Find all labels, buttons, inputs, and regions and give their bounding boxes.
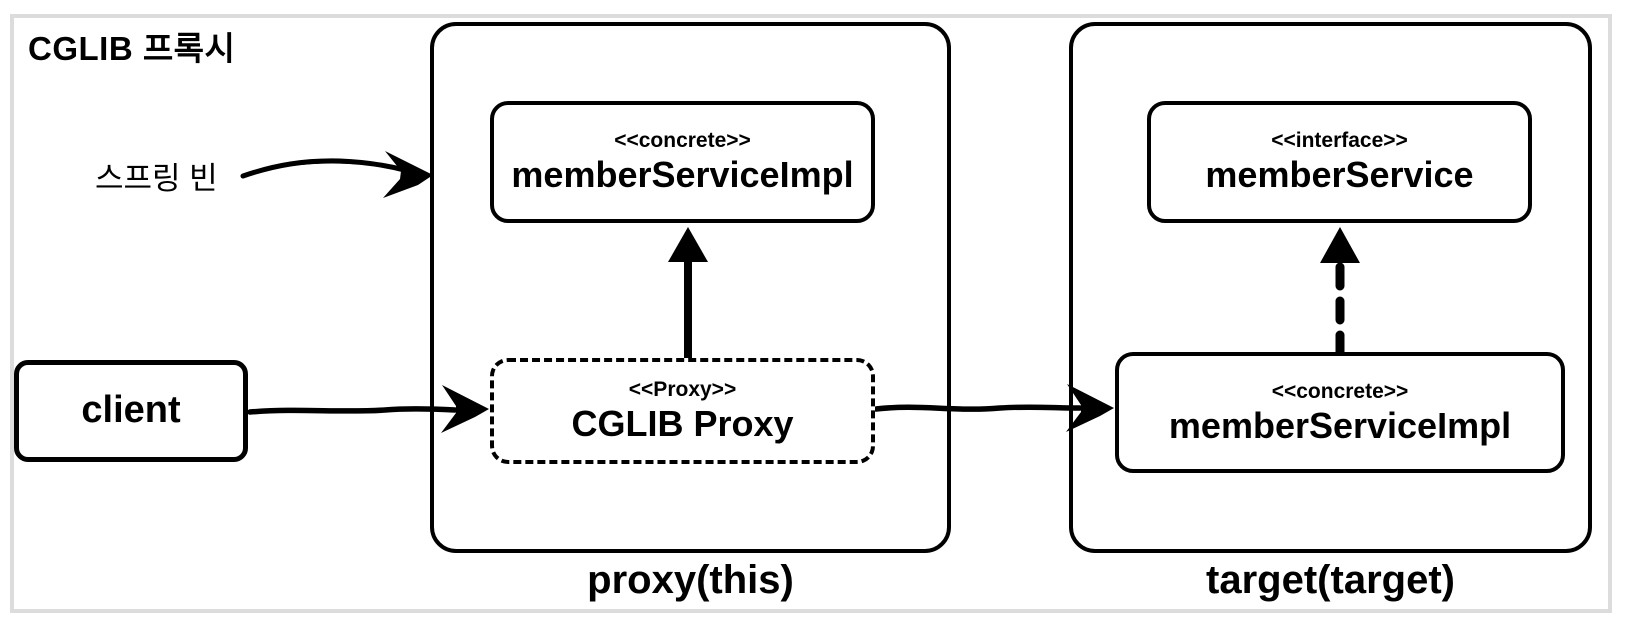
class-name-label: memberServiceImpl: [511, 154, 854, 196]
cglib-proxy-box: <<Proxy>> CGLIB Proxy: [490, 358, 875, 464]
member-service-interface-box: <<interface>> memberService: [1147, 101, 1532, 223]
diagram-title: CGLIB 프록시: [28, 30, 236, 67]
stereotype-label: <<Proxy>>: [628, 378, 737, 402]
proxy-group-caption: proxy(this): [587, 558, 794, 602]
stereotype-label: <<interface>>: [1271, 129, 1408, 153]
stereotype-label: <<concrete>>: [614, 129, 751, 153]
stereotype-label: <<concrete>>: [1271, 379, 1409, 403]
spring-bean-label: 스프링 빈: [95, 161, 218, 196]
class-name-label: CGLIB Proxy: [571, 403, 794, 445]
class-name-label: memberServiceImpl: [1168, 404, 1512, 446]
proxy-member-service-impl-box: <<concrete>> memberServiceImpl: [490, 101, 875, 223]
target-group-caption: target(target): [1206, 558, 1455, 602]
target-member-service-impl-box: <<concrete>> memberServiceImpl: [1115, 352, 1565, 473]
class-name-label: memberService: [1205, 154, 1474, 196]
client-label: client: [81, 389, 181, 432]
client-box: client: [14, 360, 248, 462]
